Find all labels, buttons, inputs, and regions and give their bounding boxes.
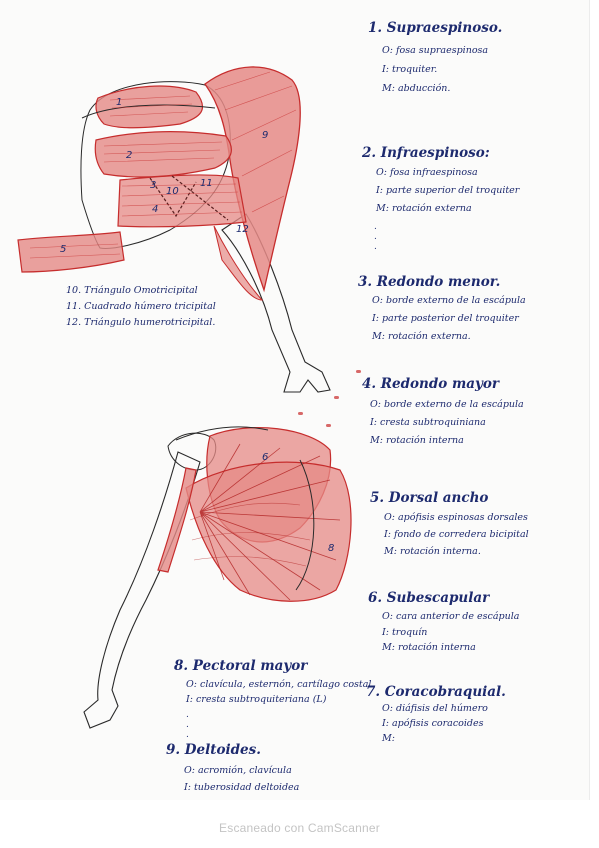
diagram-label: 2	[126, 150, 133, 161]
muscle-action: M: abducción.	[382, 83, 451, 94]
diagram-label: 5	[60, 244, 67, 255]
muscle-heading: 9. Deltoides.	[166, 742, 261, 758]
muscle-insertion: I: troquín	[382, 627, 428, 638]
pencil-mark	[326, 424, 331, 427]
muscle-heading: 4. Redondo mayor	[362, 376, 499, 392]
muscle-insertion: I: troquiter.	[382, 64, 438, 75]
muscle-action: M: rotación externa	[376, 203, 472, 214]
legend-item: 10. Triángulo Omotricipital	[66, 285, 198, 296]
muscle-origin: O: borde externo de la escápula	[372, 295, 526, 306]
muscle-action: M: rotación externa.	[372, 331, 471, 342]
muscle-action: M:	[382, 733, 395, 744]
diagram-label: 3	[150, 180, 157, 191]
muscle-action: M: rotación interna	[370, 435, 464, 446]
bullet-dots: ...	[374, 222, 377, 252]
diagram-label: 4	[152, 204, 159, 215]
legend-item: 12. Triángulo humerotricipital.	[66, 317, 216, 328]
muscle-origin: O: diáfisis del húmero	[382, 703, 488, 714]
muscle-origin: O: apófisis espinosas dorsales	[384, 512, 528, 523]
diagram-label: 10	[166, 186, 179, 197]
diagram-label: 8	[328, 543, 335, 554]
latissimus-dorsi-muscle	[17, 231, 125, 273]
muscle-origin: O: borde externo de la escápula	[370, 399, 524, 410]
deltoid-muscle	[204, 66, 301, 293]
muscle-insertion: I: tuberosidad deltoidea	[184, 782, 300, 793]
muscle-origin: O: fosa supraespinosa	[382, 45, 489, 56]
muscle-insertion: I: fondo de corredera bicipital	[384, 529, 529, 540]
muscle-heading: 6. Subescapular	[368, 590, 490, 606]
posterior-shoulder-diagram	[17, 66, 331, 393]
muscle-insertion: I: parte superior del troquiter	[376, 185, 520, 196]
muscle-origin: O: acromión, clavícula	[184, 765, 292, 776]
pencil-mark	[298, 412, 303, 415]
muscle-heading: 1. Supraespinoso.	[368, 20, 503, 36]
muscle-heading: 2. Infraespinoso:	[362, 145, 490, 161]
diagram-label: 1	[116, 97, 123, 108]
triceps-long-head	[213, 225, 264, 301]
anatomy-drawings	[17, 66, 352, 729]
muscle-insertion: I: apófisis coracoides	[382, 718, 484, 729]
teres-muscles	[117, 174, 247, 228]
pencil-mark	[334, 396, 339, 399]
muscle-origin: O: fosa infraespinosa	[376, 167, 478, 178]
muscle-heading: 8. Pectoral mayor	[174, 658, 308, 674]
pectoralis-major-muscle	[185, 461, 352, 602]
muscle-origin: O: cara anterior de escápula	[382, 611, 520, 622]
scanner-watermark: Escaneado con CamScanner	[219, 821, 380, 835]
coracobrachialis-muscle	[157, 467, 197, 573]
muscle-insertion: I: cresta subtroquiteriana (L)	[186, 694, 327, 705]
anterior-shoulder-diagram	[83, 426, 352, 729]
diagram-label: 6	[262, 452, 269, 463]
scanned-page: 1 2 3 4 5 9 11 12 10 6 8 10. Triángulo O…	[17, 0, 590, 800]
infraspinatus-muscle	[94, 131, 232, 178]
muscle-insertion: I: cresta subtroquiniana	[370, 417, 486, 428]
bullet-dots: ...	[186, 710, 189, 740]
muscle-origin: O: clavícula, esternón, cartílago costal	[186, 679, 372, 690]
muscle-heading: 5. Dorsal ancho	[370, 490, 489, 506]
pencil-mark	[356, 370, 361, 373]
muscle-heading: 7. Coracobraquial.	[366, 684, 506, 700]
muscle-insertion: I: parte posterior del troquiter	[372, 313, 519, 324]
muscle-heading: 3. Redondo menor.	[358, 274, 501, 290]
diagram-label: 11	[200, 178, 213, 189]
muscle-action: M: rotación interna	[382, 642, 476, 653]
muscle-action: M: rotación interna.	[384, 546, 481, 557]
diagram-label: 9	[262, 130, 269, 141]
diagram-label: 12	[236, 224, 249, 235]
legend-item: 11. Cuadrado húmero tricipital	[66, 301, 216, 312]
